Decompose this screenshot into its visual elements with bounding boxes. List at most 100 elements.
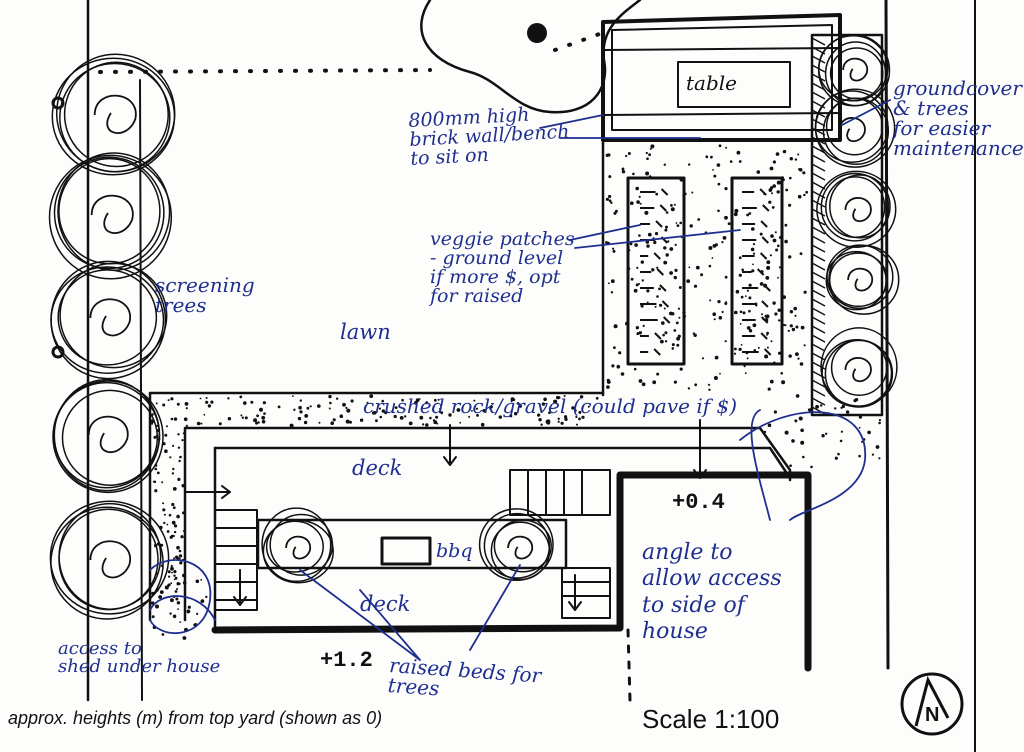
gravel-dot [514, 412, 518, 416]
veggie-dot [663, 246, 667, 250]
gravel-dot [399, 416, 404, 420]
hedge-hatch [811, 46, 826, 55]
gravel-dot [608, 194, 612, 199]
gravel-dot [482, 409, 486, 413]
gravel-dot [194, 622, 197, 626]
gravel-dot [774, 312, 778, 316]
gravel-dot [259, 407, 263, 412]
gravel-dot [774, 231, 777, 234]
gravel-dot [171, 472, 175, 475]
gravel-dot [165, 425, 168, 428]
gravel-dot [678, 316, 681, 319]
gravel-dot [777, 182, 780, 185]
veggie-mark [742, 332, 768, 340]
gravel-dot [203, 413, 206, 416]
hedge-hatch [811, 379, 826, 388]
gravel-dot [179, 561, 183, 565]
gravel-dot [182, 581, 187, 585]
gravel-dot [608, 282, 610, 285]
gravel-dot [173, 417, 178, 421]
gravel-dot [610, 291, 614, 294]
gravel-dot [540, 423, 543, 426]
gravel-dot [646, 244, 650, 248]
hedge-hatch [811, 388, 826, 397]
gravel-dot [641, 382, 646, 387]
screening-tree-scribble [89, 298, 131, 337]
veggie-dot [750, 247, 755, 252]
gravel-dot [784, 324, 787, 327]
gravel-dot [432, 419, 436, 422]
gravel-dot [744, 295, 747, 297]
gravel-dot [713, 318, 716, 321]
gravel-dot [825, 432, 828, 435]
gravel-dot [766, 265, 771, 270]
gravel-dot [564, 417, 568, 421]
gravel-dot [638, 379, 643, 383]
groundcover-tree [825, 250, 887, 311]
gravel-dot [648, 175, 652, 178]
gravel-dot [636, 200, 640, 204]
gravel-dot [563, 395, 566, 397]
gravel-dot [713, 174, 717, 178]
gravel-dot [610, 201, 613, 204]
gravel-dot [820, 404, 823, 407]
generated-texture [48, 34, 900, 640]
gravel-dot [253, 418, 258, 423]
gravel-dot [841, 404, 846, 409]
hedge-hatch [811, 64, 826, 73]
screening-tree [59, 262, 168, 369]
gravel-dot [200, 422, 203, 425]
right-boundary-line [884, 0, 890, 670]
veggie-dot [771, 206, 775, 209]
gravel-dot [656, 266, 659, 269]
gravel-dot [766, 334, 768, 336]
veggie-dot [670, 207, 675, 212]
gravel-dot [560, 421, 564, 425]
gravel-dot [345, 406, 348, 409]
gravel-dot [625, 321, 629, 326]
gravel-dot [751, 227, 755, 231]
veggie-mark [640, 332, 662, 340]
screening-tree [50, 266, 165, 374]
gravel-dot [404, 415, 407, 418]
label-bbq: bbq [436, 540, 473, 562]
leader-groundcover [841, 99, 891, 126]
veggie-dot [752, 323, 757, 328]
gravel-dot [293, 408, 296, 411]
gravel-dot [349, 420, 352, 424]
gravel-dot [805, 190, 809, 194]
veggie-mark [742, 220, 768, 228]
gravel-dot [170, 566, 174, 571]
gravel-dot [177, 477, 181, 481]
gravel-dot [571, 406, 575, 410]
veggie-mark [742, 316, 769, 324]
gravel-dot [779, 236, 782, 239]
veggie-dot [654, 232, 659, 236]
gravel-dot [433, 398, 437, 402]
veggie-dot [671, 343, 675, 347]
gravel-dot [172, 614, 177, 619]
veggie-dot [748, 296, 752, 300]
hedge-hatch [811, 397, 826, 406]
gravel-dot [789, 464, 792, 468]
gravel-dot [648, 153, 651, 157]
veggie-mark [640, 268, 664, 276]
gravel-dot [689, 224, 693, 228]
veggie-mark [742, 188, 767, 196]
gravel-dot [610, 279, 615, 284]
gravel-dot [717, 300, 721, 304]
bench-wall [601, 13, 842, 142]
gravel-dot [767, 423, 772, 428]
gravel-dot [678, 286, 682, 289]
gravel-dot [642, 324, 645, 327]
gravel-dot [255, 421, 258, 425]
leader-veggie [569, 224, 741, 249]
gravel-dot [239, 395, 243, 399]
gravel-dot [692, 332, 696, 335]
hedge-hatch [811, 343, 826, 352]
gravel-dot [673, 380, 678, 384]
gravel-dot [579, 395, 584, 399]
gravel-dot [339, 414, 344, 419]
gravel-dot [167, 570, 171, 574]
